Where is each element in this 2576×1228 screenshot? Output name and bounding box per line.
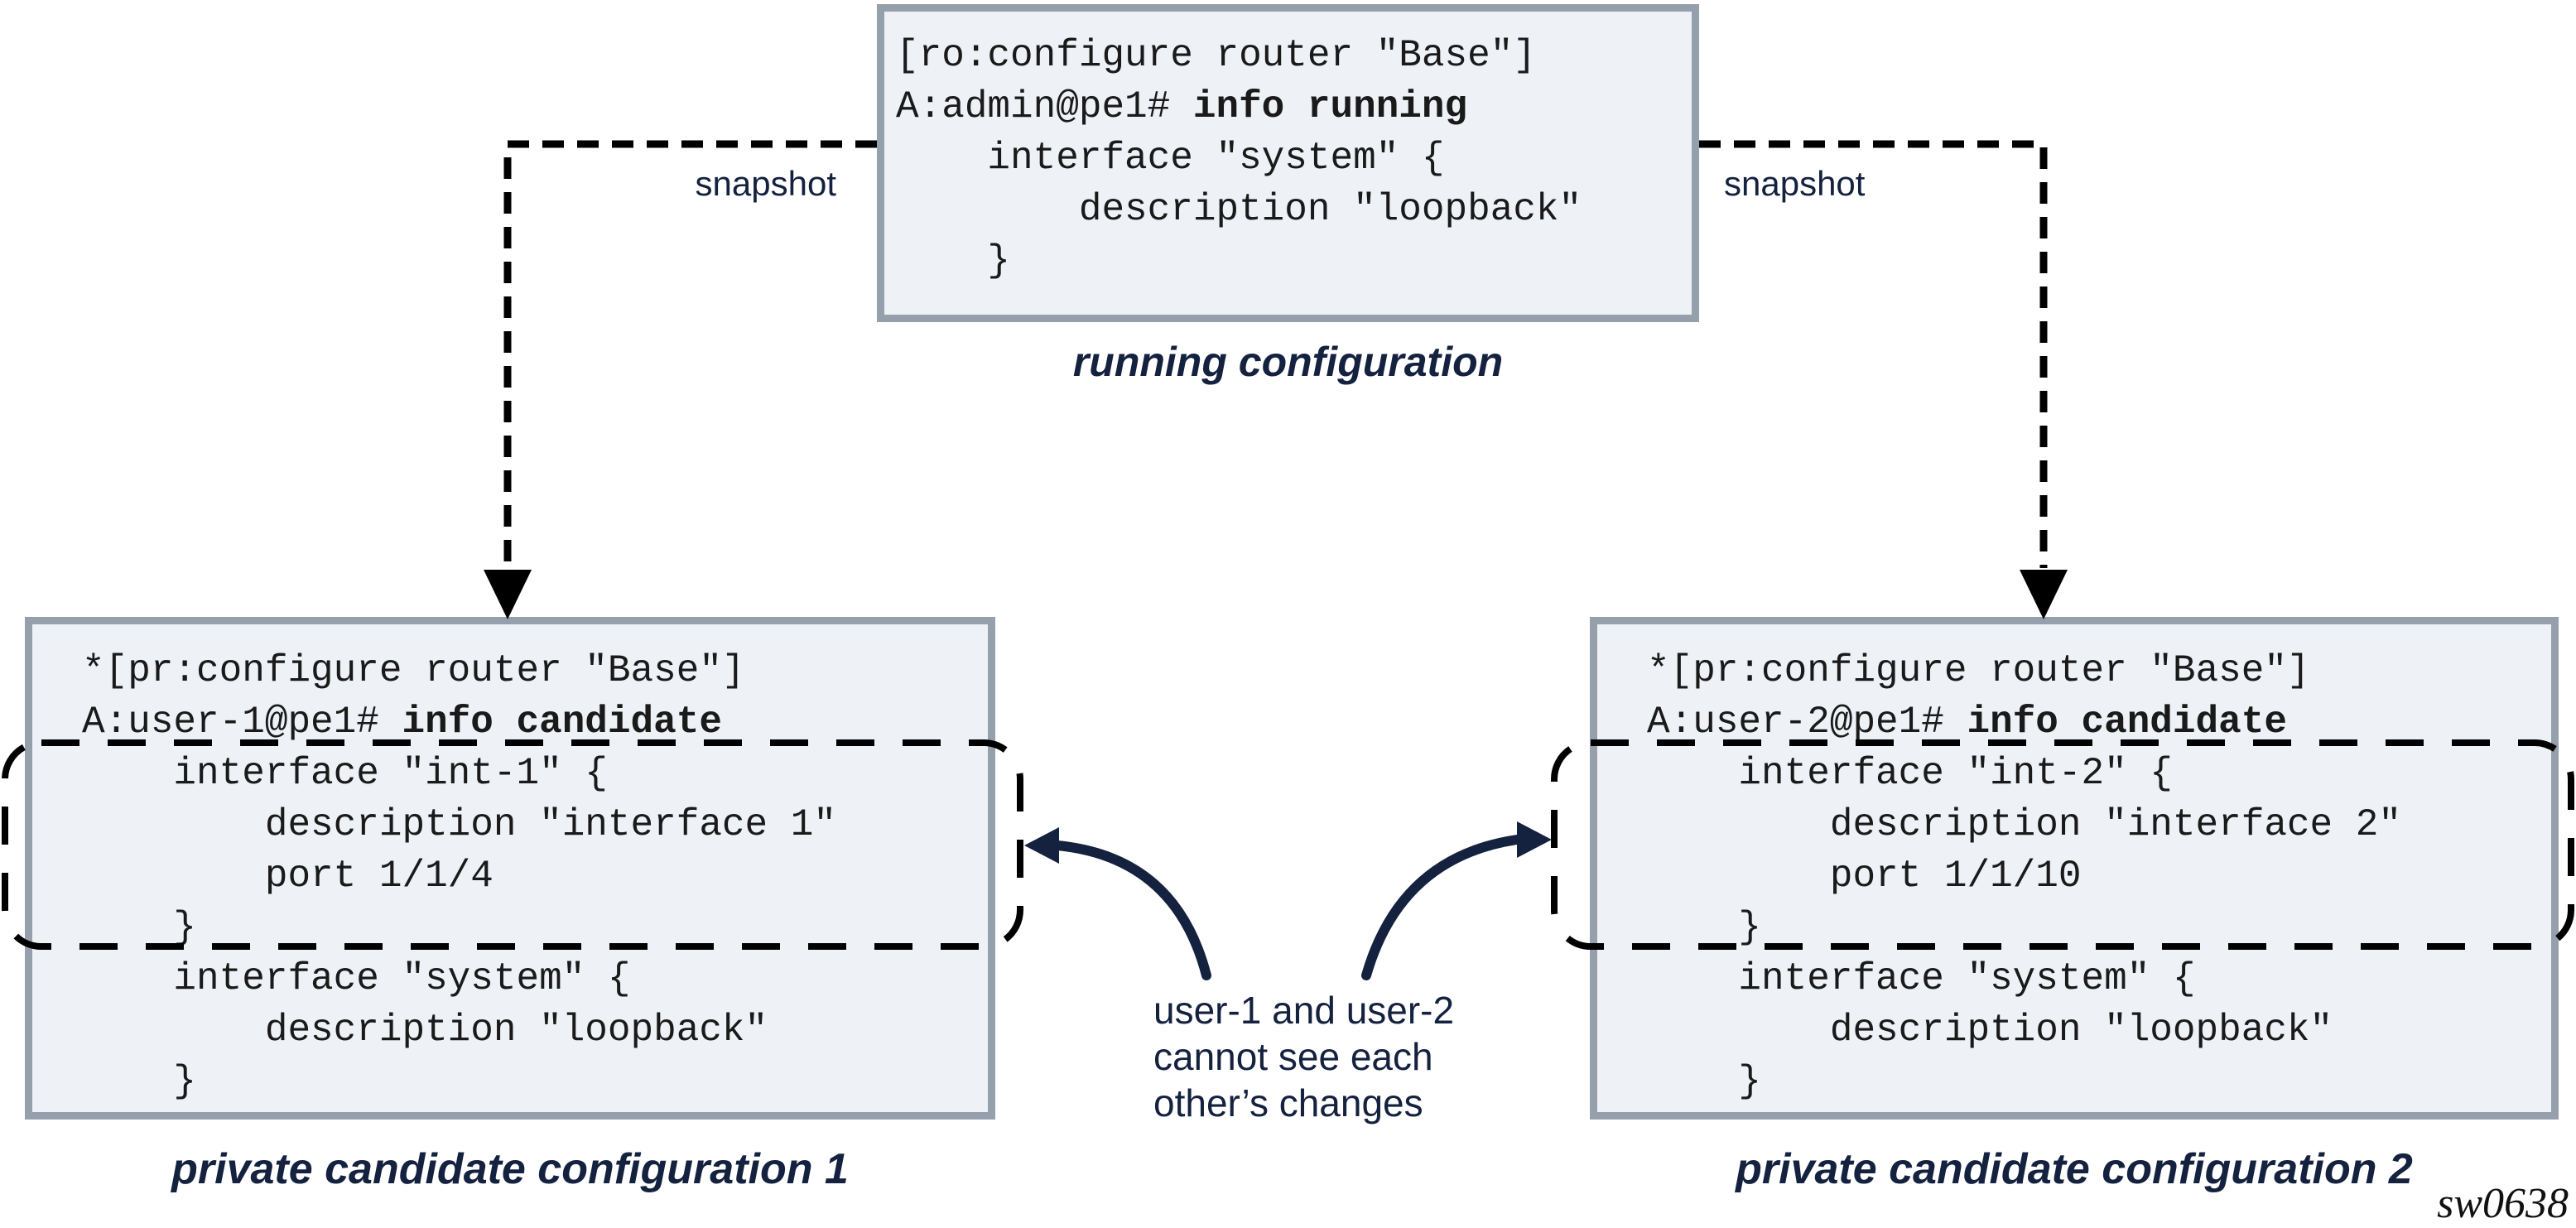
annotation-arrow-right-curve [1361,835,1522,980]
code-line: } [82,906,197,949]
code-line: } [1647,906,1762,949]
snapshot-right-label: snapshot [1724,164,1866,203]
code-line: interface "system" { [82,957,631,1000]
code-line: port 1/1/10 [1647,855,2082,898]
code-line: } [1647,1060,1762,1103]
code-line: description "interface 2" [1647,803,2401,846]
code-line: A:admin@pe1# info running [896,85,1468,128]
code-line: [ro:configure router "Base"] [896,34,1536,77]
code-line: *[pr:configure router "Base"] [82,649,745,692]
code-line: interface "int-2" { [1647,752,2173,795]
candidate1-config-label: private candidate configuration 1 [171,1145,849,1193]
figure-id-watermark: sw0638 [2437,1180,2569,1227]
running-config-label: running configuration [1072,339,1504,385]
code-line: A:user-2@pe1# info candidate [1647,701,2287,744]
annotation-line-2: cannot see each [1153,1035,1433,1078]
snapshot-left-dashed-line [503,140,877,568]
annotation-arrow-left-curve [1052,840,1211,980]
code-line: port 1/1/4 [82,855,494,898]
snapshot-left-label: snapshot [695,164,836,203]
candidate2-config-label: private candidate configuration 2 [1736,1145,2413,1193]
candidate1-config-code: *[pr:configure router "Base"] A:user-1@pe… [32,624,988,1107]
code-line: } [82,1060,197,1103]
code-line: } [896,239,1011,282]
candidate1-config-box: *[pr:configure router "Base"] A:user-1@pe… [25,617,995,1120]
annotation-line-1: user-1 and user-2 [1153,989,1455,1032]
code-line: A:user-1@pe1# info candidate [82,701,722,744]
annotation-arrow-right-head-icon [1517,821,1552,858]
candidate2-config-code: *[pr:configure router "Base"] A:user-2@pe… [1597,624,2551,1107]
code-line: description "loopback" [1647,1009,2333,1052]
code-line: description "interface 1" [82,803,836,846]
code-line: interface "int-1" { [82,752,608,795]
code-line: description "loopback" [82,1009,768,1052]
running-config-box: [ro:configure router "Base"] A:admin@pe1#… [877,4,1699,322]
code-line: description "loopback" [896,188,1582,231]
code-line: *[pr:configure router "Base"] [1647,649,2310,692]
annotation-line-3: other’s changes [1153,1081,1423,1124]
snapshot-right-dashed-line [1699,140,2048,568]
users-cannot-see-annotation: user-1 and user-2 cannot see each other’… [1153,987,1454,1126]
snapshot-left-arrowhead-icon [484,570,532,619]
candidate2-config-box: *[pr:configure router "Base"] A:user-2@pe… [1590,617,2559,1120]
code-line: interface "system" { [1647,957,2196,1000]
snapshot-right-arrowhead-icon [2020,570,2068,619]
code-line: interface "system" { [896,137,1445,180]
running-config-code: [ro:configure router "Base"] A:admin@pe1#… [884,12,1692,287]
annotation-arrow-left-head-icon [1024,827,1059,864]
